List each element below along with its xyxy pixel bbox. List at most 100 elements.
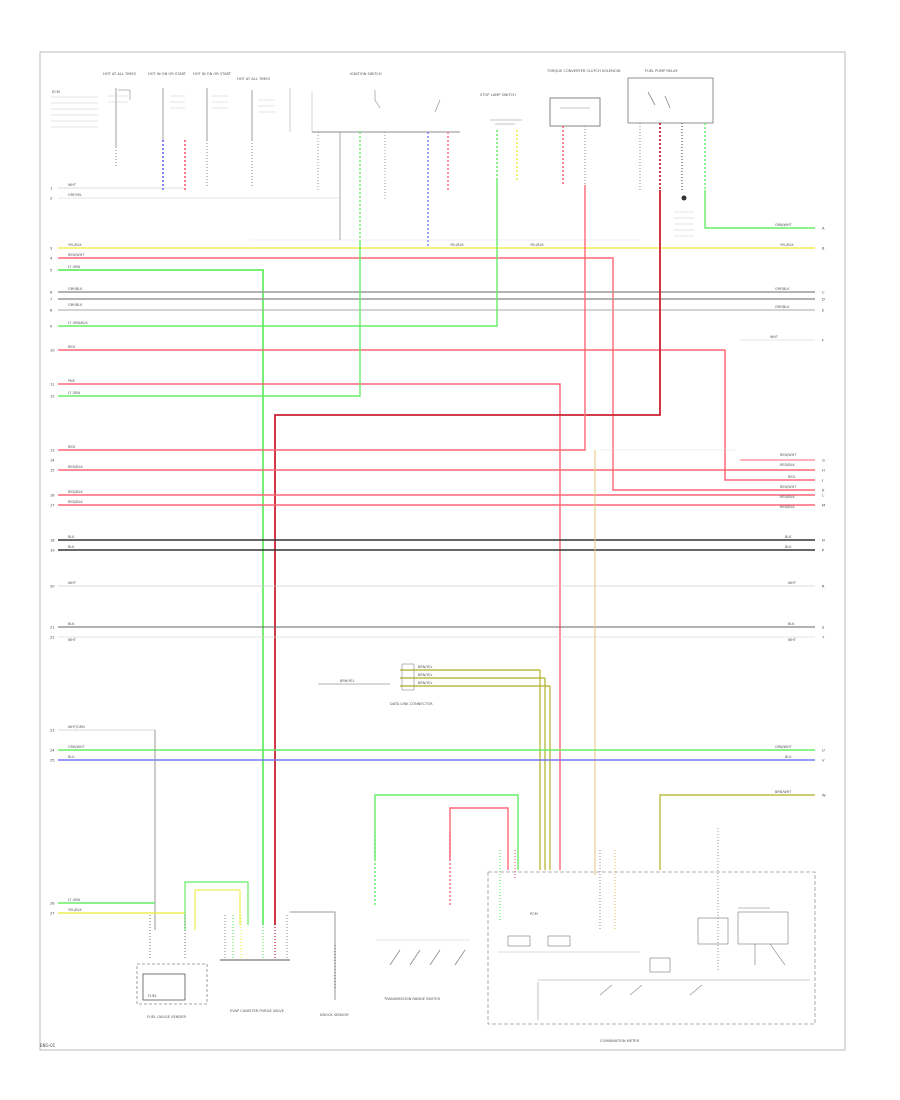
wire-label-wht-2: WHT — [68, 581, 77, 585]
right-pin-label: T — [821, 636, 825, 640]
left-pin-label: 11 — [50, 383, 55, 387]
wire-yel-grn-fs — [184, 881, 249, 930]
left-pin-label: 9 — [50, 325, 53, 329]
left-pin-label: 6 — [50, 291, 53, 295]
right-pin-label: B — [822, 247, 825, 251]
left-pin-label: 22 — [50, 636, 55, 640]
wire-pnk — [58, 383, 561, 870]
wire-label-red-wht-1: RED/WHT — [68, 253, 85, 257]
fuse3-label: HOT IN ON OR START — [193, 72, 232, 76]
right-pin-label: N — [822, 539, 825, 543]
left-pin-label: 15 — [50, 469, 55, 473]
left-pin-label: 12 — [50, 395, 55, 399]
wire-label-blk-3: BLK — [68, 622, 75, 626]
right-pin-label: M — [822, 504, 825, 508]
wire-label-brn-wht: BRN/WHT — [775, 790, 792, 794]
torque-converter-clutch-solenoid: TORQUE CONVERTER CLUTCH SOLENOID — [546, 69, 621, 185]
wire-label-lt-grn-2: LT GRN — [68, 391, 81, 395]
right-pin-label: R — [822, 585, 825, 589]
left-pin-label: 20 — [50, 585, 55, 589]
left-pin-label: 16 — [50, 494, 55, 498]
wire-label-wht-grn: WHT/GRN — [68, 725, 85, 729]
left-pin-label: 21 — [50, 626, 55, 630]
right-pin-label: W — [822, 794, 826, 798]
wire-label-wht-3: WHT — [68, 638, 77, 642]
right-pin-label: H — [822, 469, 825, 473]
left-pin-label: 18 — [50, 539, 55, 543]
wire-label-red-blk-1: RED/BLK — [68, 465, 83, 469]
wire-red-wht-1 — [58, 257, 815, 491]
left-pin-label: 4 — [50, 257, 53, 261]
left-pin-label: 2 — [50, 197, 52, 201]
left-pin-label: 1 — [50, 187, 52, 191]
wire-label-grn-wht-right: GRN/WHT — [775, 223, 793, 227]
fuse4-label: HOT AT ALL TIMES — [237, 77, 271, 81]
wire-label-red-wht-r2: RED/WHT — [780, 485, 797, 489]
wire-label-red-blk-r2: RED/BLK — [780, 495, 795, 499]
right-pin-label: L — [822, 494, 824, 498]
ignition-switch-label: IGNITION SWITCH — [350, 72, 382, 76]
wire-label-wht: WHT — [68, 183, 77, 187]
diagram-frame — [39, 51, 846, 1051]
ecm-label-block: ECM — [51, 90, 98, 128]
wire-label-blk-2: BLK — [68, 545, 75, 549]
wire-grn-range — [374, 794, 519, 870]
wire-lt-grn-2 — [58, 240, 361, 397]
left-pin-label: 23 — [50, 729, 55, 733]
wire-label-grn-wht-r: GRN/WHT — [775, 745, 793, 749]
left-pin-label: 10 — [50, 349, 55, 353]
wire-label-gry-blk-1: GRY/BLK — [68, 287, 83, 291]
pcm-box-label: PCM — [530, 912, 538, 916]
left-pins: 1234567891011121314151617181920212223242… — [50, 187, 55, 916]
left-pin-label: 26 — [50, 902, 55, 906]
wire-label-red-r1: RED — [788, 475, 795, 479]
wire-brn-wht-right — [659, 794, 815, 870]
knock-sensor: KNOCK SENSOR — [290, 911, 349, 1017]
data-link-connector-label: DATA LINK CONNECTOR — [390, 702, 433, 706]
ecm-label: ECM — [52, 90, 60, 94]
wire-label-gry-blk-2: GRY/BLK — [68, 303, 83, 307]
wire-label-red-1: RED — [68, 345, 75, 349]
wire-red-1 — [58, 349, 815, 481]
wire-label-wht-right: WHT — [770, 335, 779, 339]
wire-label-brn-yel-dl: BRN/YEL — [340, 679, 355, 683]
wire-label-lt-grn-1: LT GRN — [68, 265, 81, 269]
fuse-hot-at-all-times-1: HOT AT ALL TIMES — [103, 72, 137, 168]
left-pin-label: 7 — [50, 298, 52, 302]
wire-label-blu-l: BLU — [68, 755, 75, 759]
wire-label-wht-r2: WHT — [788, 581, 797, 585]
fuel-gauge-sender: FUEL FUEL GAUGE SENDER — [136, 915, 208, 1019]
wire-label-pnk: PNK — [68, 379, 76, 383]
right-pin-label: F — [822, 339, 824, 343]
wire-label-wht-r3: WHT — [788, 638, 797, 642]
wire-label-red-2: RED — [68, 445, 75, 449]
wire-label-yel-blk-right: YEL/BLK — [780, 243, 794, 247]
wire-label-red-blk-r1: RED/BLK — [780, 463, 795, 467]
left-pin-label: 24 — [50, 749, 55, 753]
diagram-reference: ENG-01 — [40, 1043, 56, 1048]
wire-red-range — [449, 807, 509, 870]
wire-label-lt-grn-fs: LT GRN — [68, 898, 81, 902]
fuel-pump-relay-label: FUEL PUMP RELAY — [645, 69, 678, 73]
right-pin-label: V — [822, 759, 825, 763]
right-pin-label: G — [822, 459, 825, 463]
ignition-switch: IGNITION SWITCH — [311, 72, 460, 248]
wire-yel-red-fs — [194, 889, 241, 930]
wire-darkred-fp — [274, 190, 661, 925]
left-pin-label: 5 — [50, 269, 52, 273]
evap-label: EVAP CANISTER PURGE VALVE — [230, 1009, 285, 1013]
wire-label-gry-yel-1: GRY/YEL — [68, 193, 82, 197]
wire-label-yel-blk-mid2: YEL/BLK — [530, 243, 544, 247]
left-pin-label: 17 — [50, 504, 55, 508]
wire-label-yel-blk-fs: YEL/BLK — [68, 908, 82, 912]
wire-label-brn-yel-2: BRN/YEL — [418, 673, 433, 677]
left-pin-label: 8 — [50, 309, 53, 313]
wire-label-blk-1: BLK — [68, 535, 75, 539]
right-pin-label: S — [822, 626, 825, 630]
right-pin-label: U — [822, 749, 825, 753]
fuse-hot-in-on-or-start-2: HOT IN ON OR START — [193, 72, 232, 188]
wire-grn-wht-top — [704, 190, 815, 229]
wire-label-red-wht-r1: RED/WHT — [780, 453, 797, 457]
